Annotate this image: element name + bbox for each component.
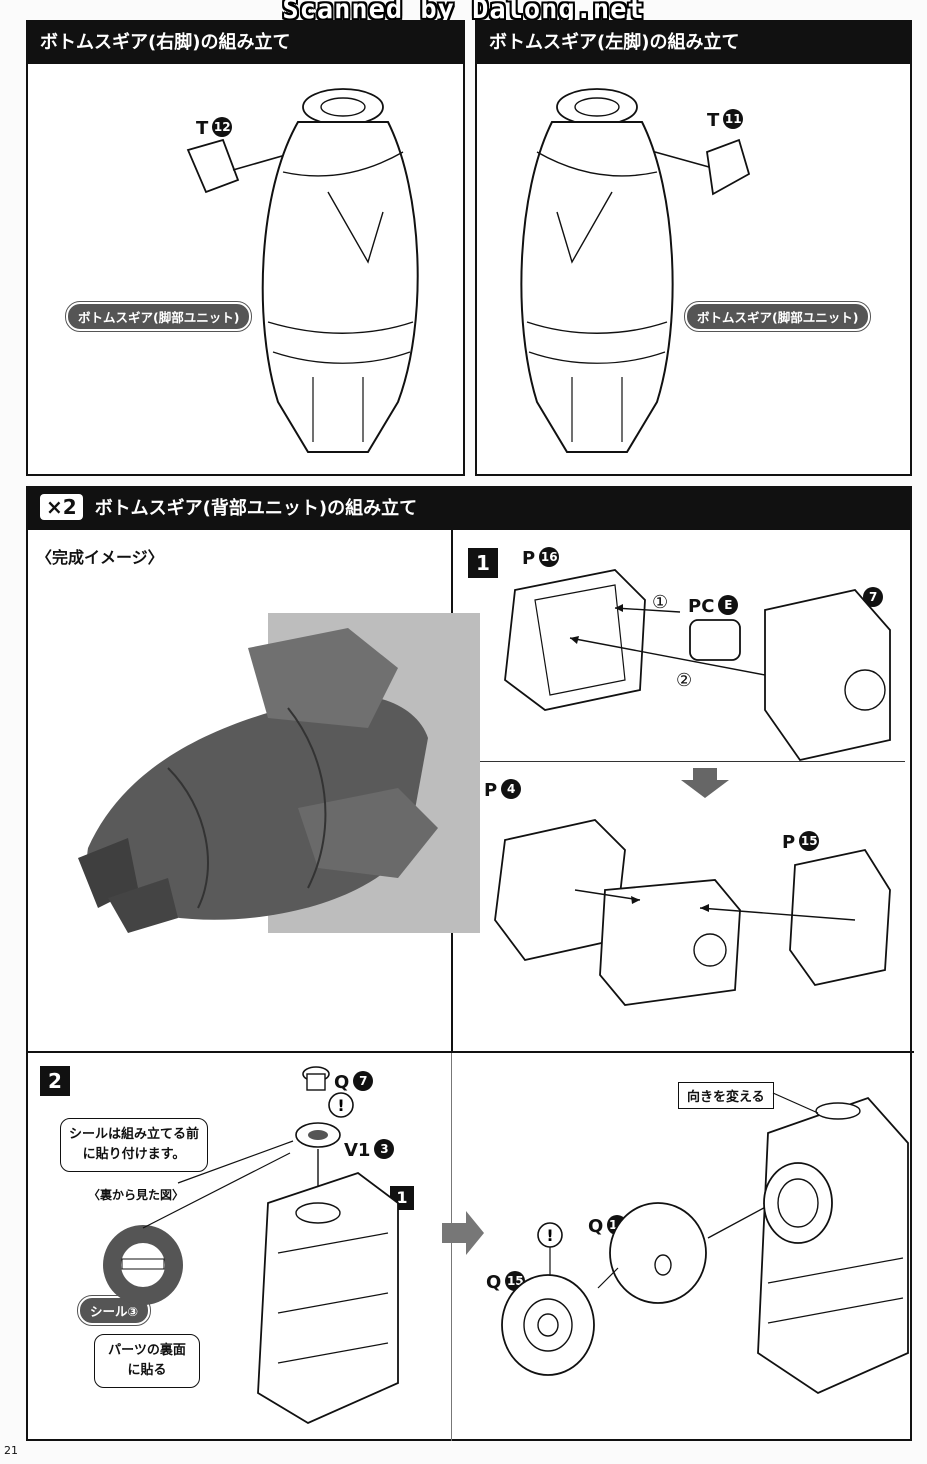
step1-illustration [494, 569, 891, 1006]
step-2-badge: 2 [40, 1066, 70, 1096]
panel-title: ボトムスギア(左脚)の組み立て [477, 22, 910, 64]
step-1-badge: 1 [468, 548, 498, 578]
divider-horizontal [28, 1051, 914, 1053]
leg-unit-illustration [186, 88, 419, 453]
sticker-note-callout: シールは組み立てる前に貼り付けます。 [60, 1118, 208, 1173]
caution-icon: ! [337, 1096, 344, 1115]
order-1: ① [652, 592, 669, 613]
divider-step2 [451, 1053, 452, 1441]
order-2: ② [676, 670, 693, 691]
completion-label: 〈完成イメージ〉 [36, 548, 164, 567]
unit-label: ボトムスギア(脚部ユニット) [683, 301, 872, 332]
turn-label: 向きを変える [678, 1082, 774, 1109]
step2-illustration: ! ! [103, 1066, 909, 1425]
completion-render [78, 613, 480, 933]
back-side-note-callout: パーツの裏面に貼る [94, 1334, 200, 1389]
page-number: 21 [4, 1444, 18, 1457]
back-view-label: 〈裏から見た図〉 [88, 1188, 185, 1202]
unit-label: ボトムスギア(脚部ユニット) [64, 301, 253, 332]
divider-step1-inner [465, 761, 905, 762]
leg-unit-illustration [520, 88, 751, 453]
svg-text:!: ! [546, 1226, 553, 1245]
panel-title: ボトムスギア(右脚)の組み立て [28, 22, 463, 64]
multiplier-badge: ×2 [40, 494, 83, 520]
